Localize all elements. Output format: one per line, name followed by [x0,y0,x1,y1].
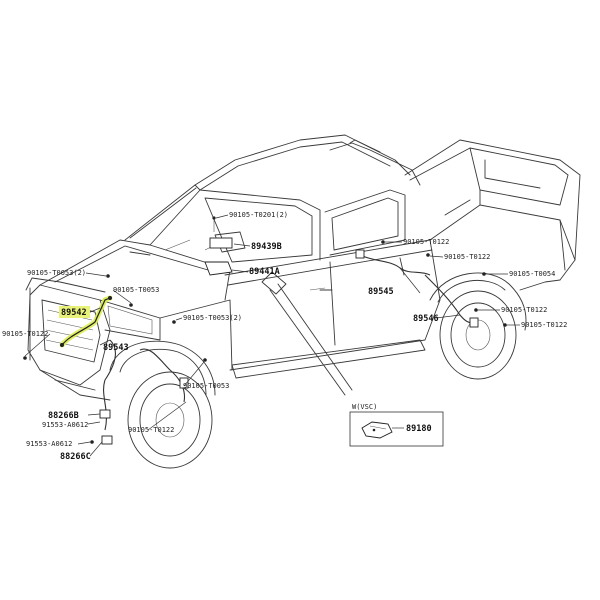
label-91553-a: 91553-A0612 [42,421,88,429]
bolts [23,240,507,444]
label-88266b: 88266B [48,411,79,421]
label-89180: 89180 [406,424,432,434]
label-90105-t0122-rear-2: 90105-T0122 [521,321,567,329]
label-90105-t0122-rear-upper: 90105-T0122 [444,253,490,261]
label-89441a: 89441A [249,267,280,277]
label-90105-t0053-mid: 90105-T0053 [183,382,229,390]
label-90105-t0122-rear-1: 90105-T0122 [501,306,547,314]
label-90105-t0053-2-front: 90105-T0053(2) [27,269,86,277]
vsc-inset: W(VSC) 89180 [349,403,444,447]
highlight-89542 [59,306,90,318]
label-89439b: 89439B [251,242,282,252]
sensor-89439b [209,216,233,249]
sensor-rod [261,271,353,396]
label-90105-t0053-front: 90105-T0053 [113,286,159,294]
harness-89543 [99,339,189,445]
label-90105-t0122-upper: 90105-T0122 [403,238,449,246]
label-89542: 89542 [61,308,87,318]
label-90105-t0054: 90105-T0054 [509,270,555,278]
label-90105-t0122-wheel: 90105-T0122 [128,426,174,434]
label-90105-t0053-2-mid: 90105-T0053(2) [183,314,242,322]
harness-89545 [355,249,431,276]
sensor-89441a [204,261,233,276]
label-89545: 89545 [368,287,394,297]
label-91553-b: 91553-A0612 [26,440,72,448]
label-88266c: 88266C [60,452,91,462]
leader-lines [24,214,520,457]
callout-labels: 89542 89543 88266B 88266C 91553-A0612 91… [2,211,567,462]
highlighted-harness-89542 [59,295,113,348]
label-89546: 89546 [413,314,439,324]
label-90105-t0201-2: 90105-T0201(2) [229,211,288,219]
vsc-title: W(VSC) [352,403,377,411]
vsc-sensor-part [361,421,393,439]
label-89543: 89543 [103,343,129,353]
label-90105-t0122-front: 90105-T0122 [2,330,48,338]
